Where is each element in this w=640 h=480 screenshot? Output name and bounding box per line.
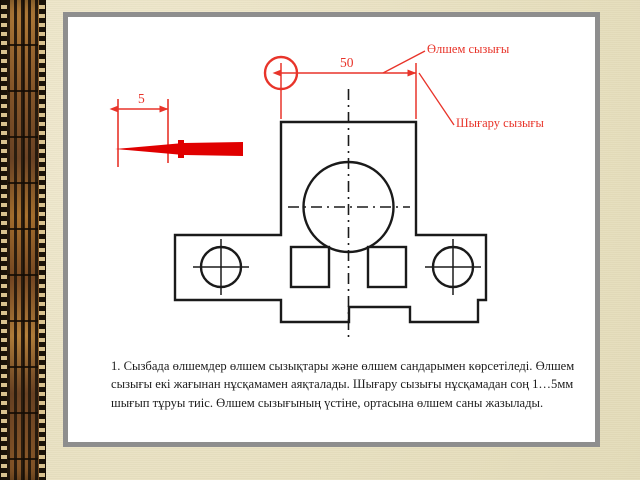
content-panel: Өлшем сызығы Шығару сызығы 50 5 1. Сызба… xyxy=(63,12,600,447)
body-paragraph: 1. Сызбада өлшемдер өлшем сызықтары және… xyxy=(111,357,581,412)
dimension-value-5: 5 xyxy=(138,91,145,106)
dimension-annotation-svg xyxy=(109,50,455,167)
dimension-line-label: Өлшем сызығы xyxy=(427,42,510,56)
film-strip-perforations-right xyxy=(39,0,45,480)
film-strip-edge-right xyxy=(44,0,46,480)
left-square-slot xyxy=(289,245,331,289)
extension-line-label: Шығару сызығы xyxy=(456,116,544,130)
film-strip-perforations-left xyxy=(1,0,7,480)
leader-dimension-line-label xyxy=(382,50,426,74)
drawing-canvas: Өлшем сызығы Шығару сызығы 50 5 1. Сызба… xyxy=(68,17,595,442)
part-outline xyxy=(173,120,488,324)
film-strip-decoration xyxy=(0,0,46,480)
body-paragraph-text: 1. Сызбада өлшемдер өлшем сызықтары және… xyxy=(111,359,575,410)
dimension-value-50: 50 xyxy=(340,55,354,70)
film-strip-center-line xyxy=(23,0,25,480)
technical-drawing-svg xyxy=(173,89,488,339)
right-square-slot xyxy=(366,245,408,289)
arrowhead-highlight-circle xyxy=(263,55,299,91)
leader-extension-line-label xyxy=(418,72,455,126)
